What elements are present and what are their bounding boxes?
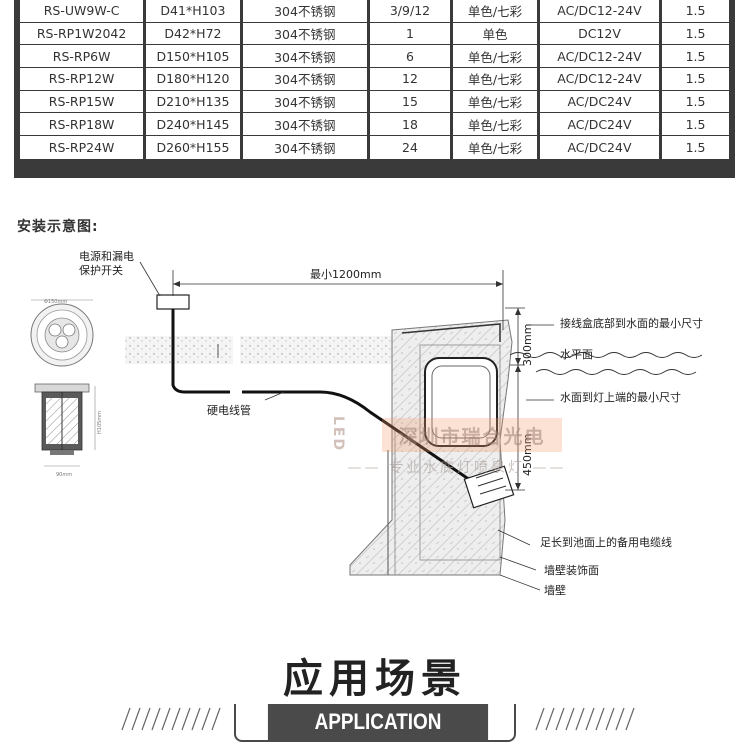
table-cell: AC/DC24V — [539, 136, 663, 159]
lamp-niche — [424, 357, 498, 447]
table-cell: AC/DC24V — [539, 113, 663, 137]
table-cell: RS-RP18W — [20, 113, 147, 137]
table-cell: AC/DC24V — [539, 90, 663, 114]
table-cell: AC/DC12-24V — [539, 0, 663, 23]
table-cell: RS-RP6W — [20, 45, 147, 69]
table-cell: RS-UW9W-C — [20, 0, 147, 23]
table-cell: 单色/七彩 — [453, 0, 540, 23]
label-power-switch-1: 电源和漏电 — [79, 250, 134, 263]
water-surface — [509, 352, 703, 358]
table-cell: 单色/七彩 — [453, 136, 540, 159]
label-product-top-dim: Φ150mm — [44, 299, 68, 305]
label-spare-cable: 足长到池面上的备用电缆线 — [540, 536, 672, 549]
table-cell: D260*H155 — [146, 136, 243, 159]
banner-title-cn: 应用场景 — [234, 646, 516, 704]
label-min-distance: 最小1200mm — [310, 268, 382, 281]
label-product-bottom-dim: 90mm — [56, 472, 73, 478]
install-diagram: 电源和漏电 保护开关 最小1200mm 接线盒底部到水面的最小尺寸 水平面 水面… — [0, 240, 750, 620]
table-cell: 1 — [369, 22, 454, 46]
table-cell: RS-RP12W — [20, 68, 147, 91]
application-scenario-banner: 应用场景 APPLICATION SCENARIO — [0, 640, 750, 750]
label-water-to-light: 水面到灯上端的最小尺寸 — [560, 391, 681, 404]
watermark-slogan: —— 专业水底灯喷泉灯 —— — [347, 460, 567, 476]
banner-hatch-left — [121, 707, 221, 731]
table-cell: 单色/七彩 — [453, 45, 540, 69]
table-cell: 1.5 — [662, 90, 729, 114]
label-wall-finish: 墙壁装饰面 — [544, 564, 599, 577]
install-diagram-svg — [30, 261, 703, 591]
table-cell: 6 — [369, 45, 454, 69]
banner-hatch-right — [535, 707, 635, 731]
install-diagram-title: 安装示意图: — [17, 219, 99, 235]
table-cell: 3/9/12 — [369, 0, 454, 23]
label-power-switch-2: 保护开关 — [79, 264, 123, 277]
table-cell: D41*H103 — [146, 0, 243, 23]
table-cell: 1.5 — [662, 22, 729, 46]
table-cell: AC/DC12-24V — [539, 45, 663, 69]
label-junction-depth: 接线盒底部到水面的最小尺寸 — [560, 317, 703, 330]
table-cell: D150*H105 — [146, 45, 243, 69]
label-dim-300: 300mm — [521, 323, 534, 366]
table-cell: AC/DC12-24V — [539, 68, 663, 91]
banner-title-en: APPLICATION SCENARIO — [267, 704, 489, 750]
watermark-company: 深圳市瑞合光电 — [382, 418, 562, 452]
table-cell: RS-RP24W — [20, 136, 147, 159]
table-cell: 1.5 — [662, 136, 729, 159]
label-water-level: 水平面 — [560, 348, 593, 361]
watermark-led: LED — [330, 416, 346, 453]
table-cell: 单色/七彩 — [453, 68, 540, 91]
table-cell: 304不锈钢 — [242, 113, 370, 137]
table-cell: 304不锈钢 — [242, 68, 370, 91]
table-cell: 18 — [369, 113, 454, 137]
ground-left — [125, 336, 233, 364]
table-cell: D42*H72 — [146, 22, 243, 46]
table-cell: RS-RP1W2042 — [20, 22, 147, 46]
table-cell: 12 — [369, 68, 454, 91]
table-cell: D240*H145 — [146, 113, 243, 137]
table-cell: 304不锈钢 — [242, 136, 370, 159]
table-cell: 304不锈钢 — [242, 45, 370, 69]
cable-conduit — [171, 309, 230, 394]
table-cell: RS-RP15W — [20, 90, 147, 114]
table-cell: 304不锈钢 — [242, 90, 370, 114]
table-cell: 304不锈钢 — [242, 22, 370, 46]
table-cell: 15 — [369, 90, 454, 114]
table-cell: D210*H135 — [146, 90, 243, 114]
table-cell: 1.5 — [662, 68, 729, 91]
table-cell: D180*H120 — [146, 68, 243, 91]
ground-right — [240, 336, 400, 364]
table-cell: 1.5 — [662, 45, 729, 69]
label-product-height-dim: H105mm — [97, 410, 103, 434]
label-wall: 墙壁 — [544, 584, 566, 597]
table-cell: 单色/七彩 — [453, 90, 540, 114]
table-cell: 24 — [369, 136, 454, 159]
product-top-view — [30, 299, 94, 367]
pool-light — [463, 465, 515, 509]
table-cell: 1.5 — [662, 113, 729, 137]
table-cell: 单色 — [453, 22, 540, 46]
product-side-view — [34, 383, 96, 467]
table-cell: 304不锈钢 — [242, 0, 370, 23]
label-hard-conduit: 硬电线管 — [207, 404, 251, 417]
table-cell: 1.5 — [662, 0, 729, 23]
table-cell: DC12V — [539, 22, 663, 46]
table-cell: 单色/七彩 — [453, 113, 540, 137]
junction-box — [156, 294, 190, 310]
